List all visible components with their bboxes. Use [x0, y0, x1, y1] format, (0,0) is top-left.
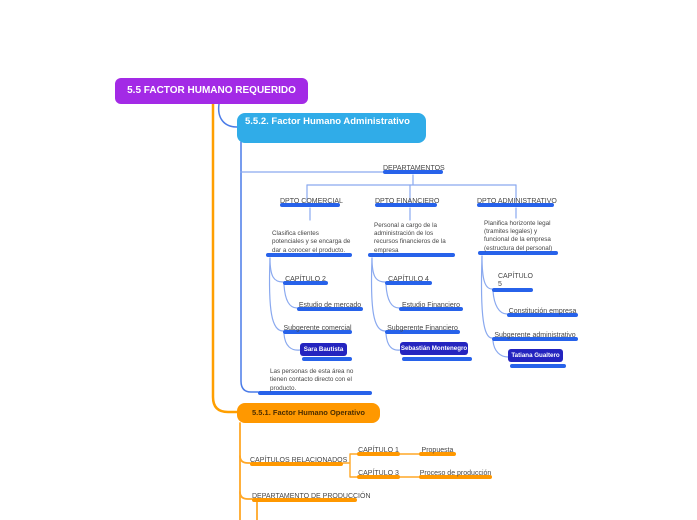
topic-departamentos[interactable]: DEPARTAMENTOS [383, 165, 445, 174]
person-underline-sara [302, 357, 352, 361]
desc-dpto-comercial[interactable]: Clasifica clientes potenciales y se enca… [266, 230, 352, 257]
topic-capitulo-1[interactable]: CAPÍTULO 1 [357, 447, 400, 456]
underline [252, 498, 357, 502]
underline [280, 203, 340, 207]
underline [368, 253, 455, 257]
note-area-contacto[interactable]: Las personas de esta área no tienen cont… [258, 368, 372, 395]
topic-subgerente-comercial[interactable]: Subgerente comercial [283, 325, 352, 334]
underline [385, 281, 432, 285]
topic-departamento-de-produccion[interactable]: DEPARTAMENTO DE PRODUCCIÓN [252, 493, 371, 502]
underline [266, 253, 352, 257]
topic-capitulo-2[interactable]: CAPÍTULO 2 [283, 276, 328, 285]
topic-dpto-financiero[interactable]: DPTO FINANCIERO [375, 198, 440, 207]
underline [383, 170, 443, 174]
topic-551-factor-humano-operativo[interactable]: 5.5.1. Factor Humano Operativo [237, 403, 380, 423]
person-underline-sebastian [402, 357, 472, 361]
underline [357, 452, 400, 456]
underline [375, 203, 437, 207]
topic-proceso-de-produccion[interactable]: Proceso de producción [419, 470, 492, 479]
underline [258, 391, 372, 395]
underline [477, 203, 554, 207]
underline [297, 307, 363, 311]
underline [357, 475, 400, 479]
underline [492, 288, 533, 292]
topic-capitulo-4[interactable]: CAPÍTULO 4 [385, 276, 432, 285]
topic-subgerente-administrativo[interactable]: Subgerente administrativo [492, 332, 578, 341]
underline [385, 330, 460, 334]
underline [478, 251, 558, 255]
topic-dpto-comercial[interactable]: DPTO COMERCIAL [280, 198, 343, 207]
topic-capitulo-3[interactable]: CAPÍTULO 3 [357, 470, 400, 479]
topic-subgerente-financiero[interactable]: Subgerente Financiero [385, 325, 460, 334]
person-sara-bautista[interactable]: Sara Bautista [300, 343, 347, 356]
underline [507, 313, 578, 317]
person-underline-tatiana [510, 364, 566, 368]
topic-constitucion-empresa[interactable]: Constitución empresa [507, 308, 578, 317]
topic-estudio-financiero[interactable]: Estudio Financiero [399, 302, 463, 311]
person-tatiana-gualtero[interactable]: Tatiana Gualtero [508, 349, 563, 362]
topic-dpto-administrativo[interactable]: DPTO ADMINISTRATIVO [477, 198, 557, 207]
topic-capitulos-relacionados[interactable]: CAPÍTULOS RELACIONADOS [250, 457, 348, 466]
underline [283, 330, 352, 334]
root-topic[interactable]: 5.5 FACTOR HUMANO REQUERIDO [115, 78, 308, 104]
underline [283, 281, 328, 285]
topic-propuesta[interactable]: Propuesta [419, 447, 456, 456]
underline [419, 475, 492, 479]
topic-estudio-de-mercado[interactable]: Estudio de mercado [297, 302, 363, 311]
underline [399, 307, 463, 311]
desc-dpto-administrativo[interactable]: Planifica horizonte legal (tramites lega… [478, 220, 558, 255]
underline [492, 337, 578, 341]
desc-dpto-financiero[interactable]: Personal a cargo de la administración de… [368, 222, 455, 257]
topic-capitulo-5[interactable]: CAPÍTULO 5 [492, 273, 533, 292]
underline [250, 462, 343, 466]
person-sebastian-montenegro[interactable]: Sebastián Montenegro [400, 342, 468, 355]
underline [419, 452, 456, 456]
topic-552-factor-humano-administrativo[interactable]: 5.5.2. Factor Humano Administrativo [237, 113, 426, 143]
